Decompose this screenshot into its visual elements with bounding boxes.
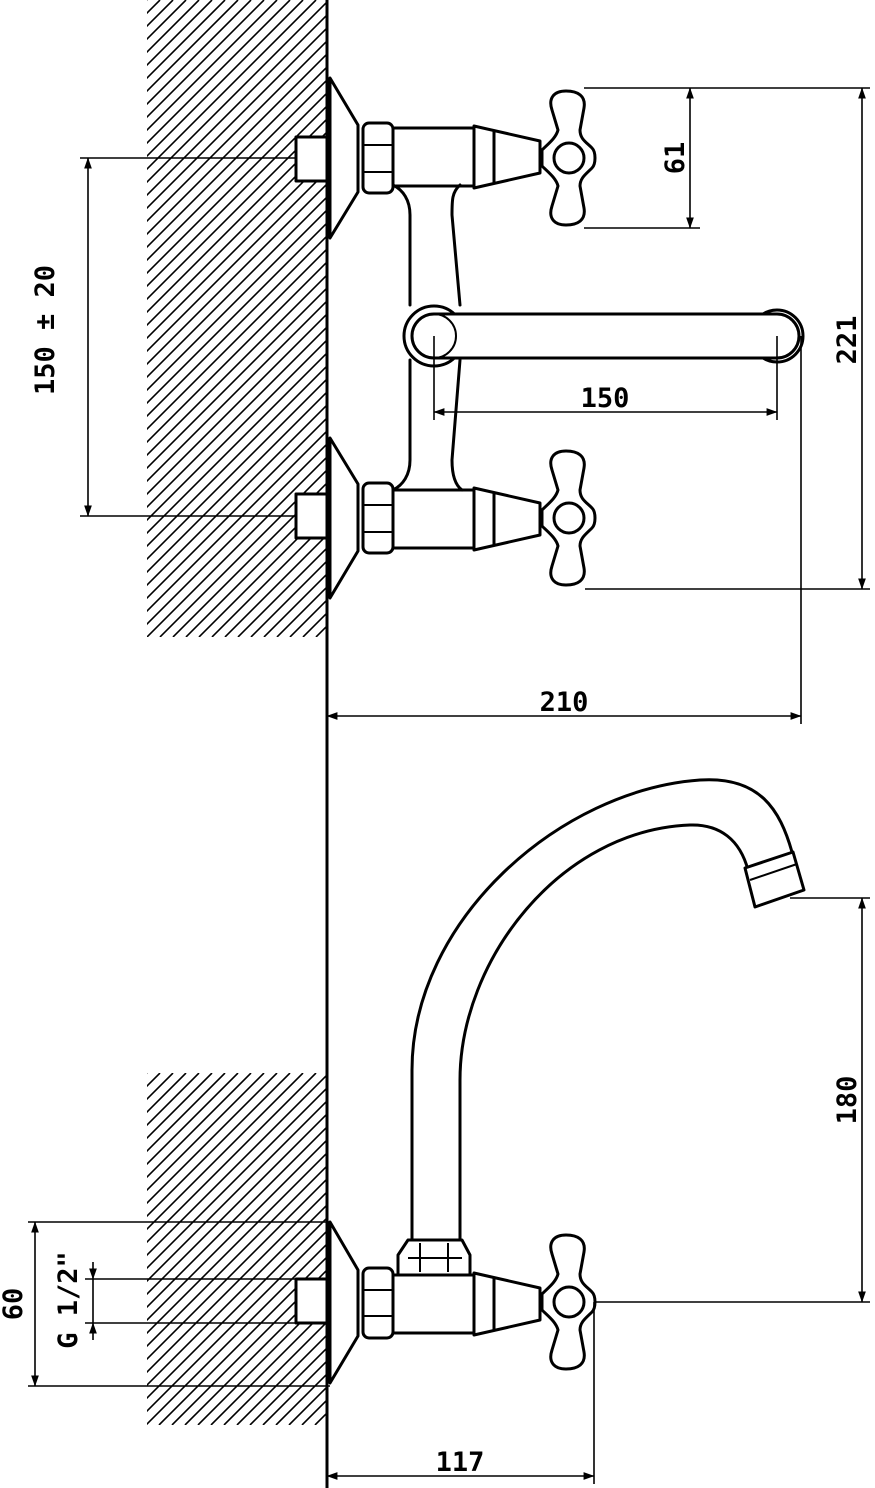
- dim-spout-height: 180: [832, 1076, 863, 1125]
- side-view-faucet: [294, 778, 806, 1385]
- dim-inlet-block: 60: [0, 1288, 29, 1321]
- upper-handle-cap: [552, 141, 586, 175]
- dim-handle-height: 61: [660, 142, 691, 175]
- upper-wall-flange: [328, 76, 360, 240]
- lower-wall-flange: [328, 436, 360, 600]
- dim-overall-height: 221: [832, 316, 863, 365]
- central-body: [391, 183, 464, 492]
- side-wall-flange: [328, 1220, 360, 1385]
- top-spout: [402, 304, 805, 368]
- dim-top-projection: 210: [540, 687, 589, 718]
- gooseneck-spout: [410, 778, 794, 1242]
- dim-side-projection: 117: [436, 1447, 485, 1478]
- upper-valve-bonnet: [472, 124, 542, 190]
- lower-handle-cap: [552, 501, 586, 535]
- upper-inlet-pipe: [294, 135, 329, 183]
- wall-hatching-bottom: [147, 1073, 327, 1425]
- side-handle-cap: [552, 1285, 586, 1319]
- side-valve-bonnet: [472, 1271, 542, 1337]
- upper-hex-nut: [361, 121, 395, 195]
- upper-valve: [294, 76, 597, 240]
- lower-valve-bonnet: [472, 486, 542, 552]
- lower-hex-nut: [361, 481, 395, 555]
- dimension-labels: 61 221 150 ± 20 150 210 180 60 G 1/2" 11…: [0, 142, 863, 1478]
- lower-inlet-pipe: [294, 492, 329, 540]
- side-hex-nut: [361, 1266, 395, 1340]
- lower-valve: [294, 436, 597, 600]
- top-view-faucet: [294, 76, 805, 600]
- dim-spout-span: 150: [581, 383, 630, 414]
- side-inlet-pipe: [294, 1277, 329, 1325]
- dim-inlet-spacing: 150 ± 20: [30, 265, 61, 395]
- dim-thread: G 1/2": [53, 1251, 84, 1349]
- dimension-lines: [28, 87, 870, 1484]
